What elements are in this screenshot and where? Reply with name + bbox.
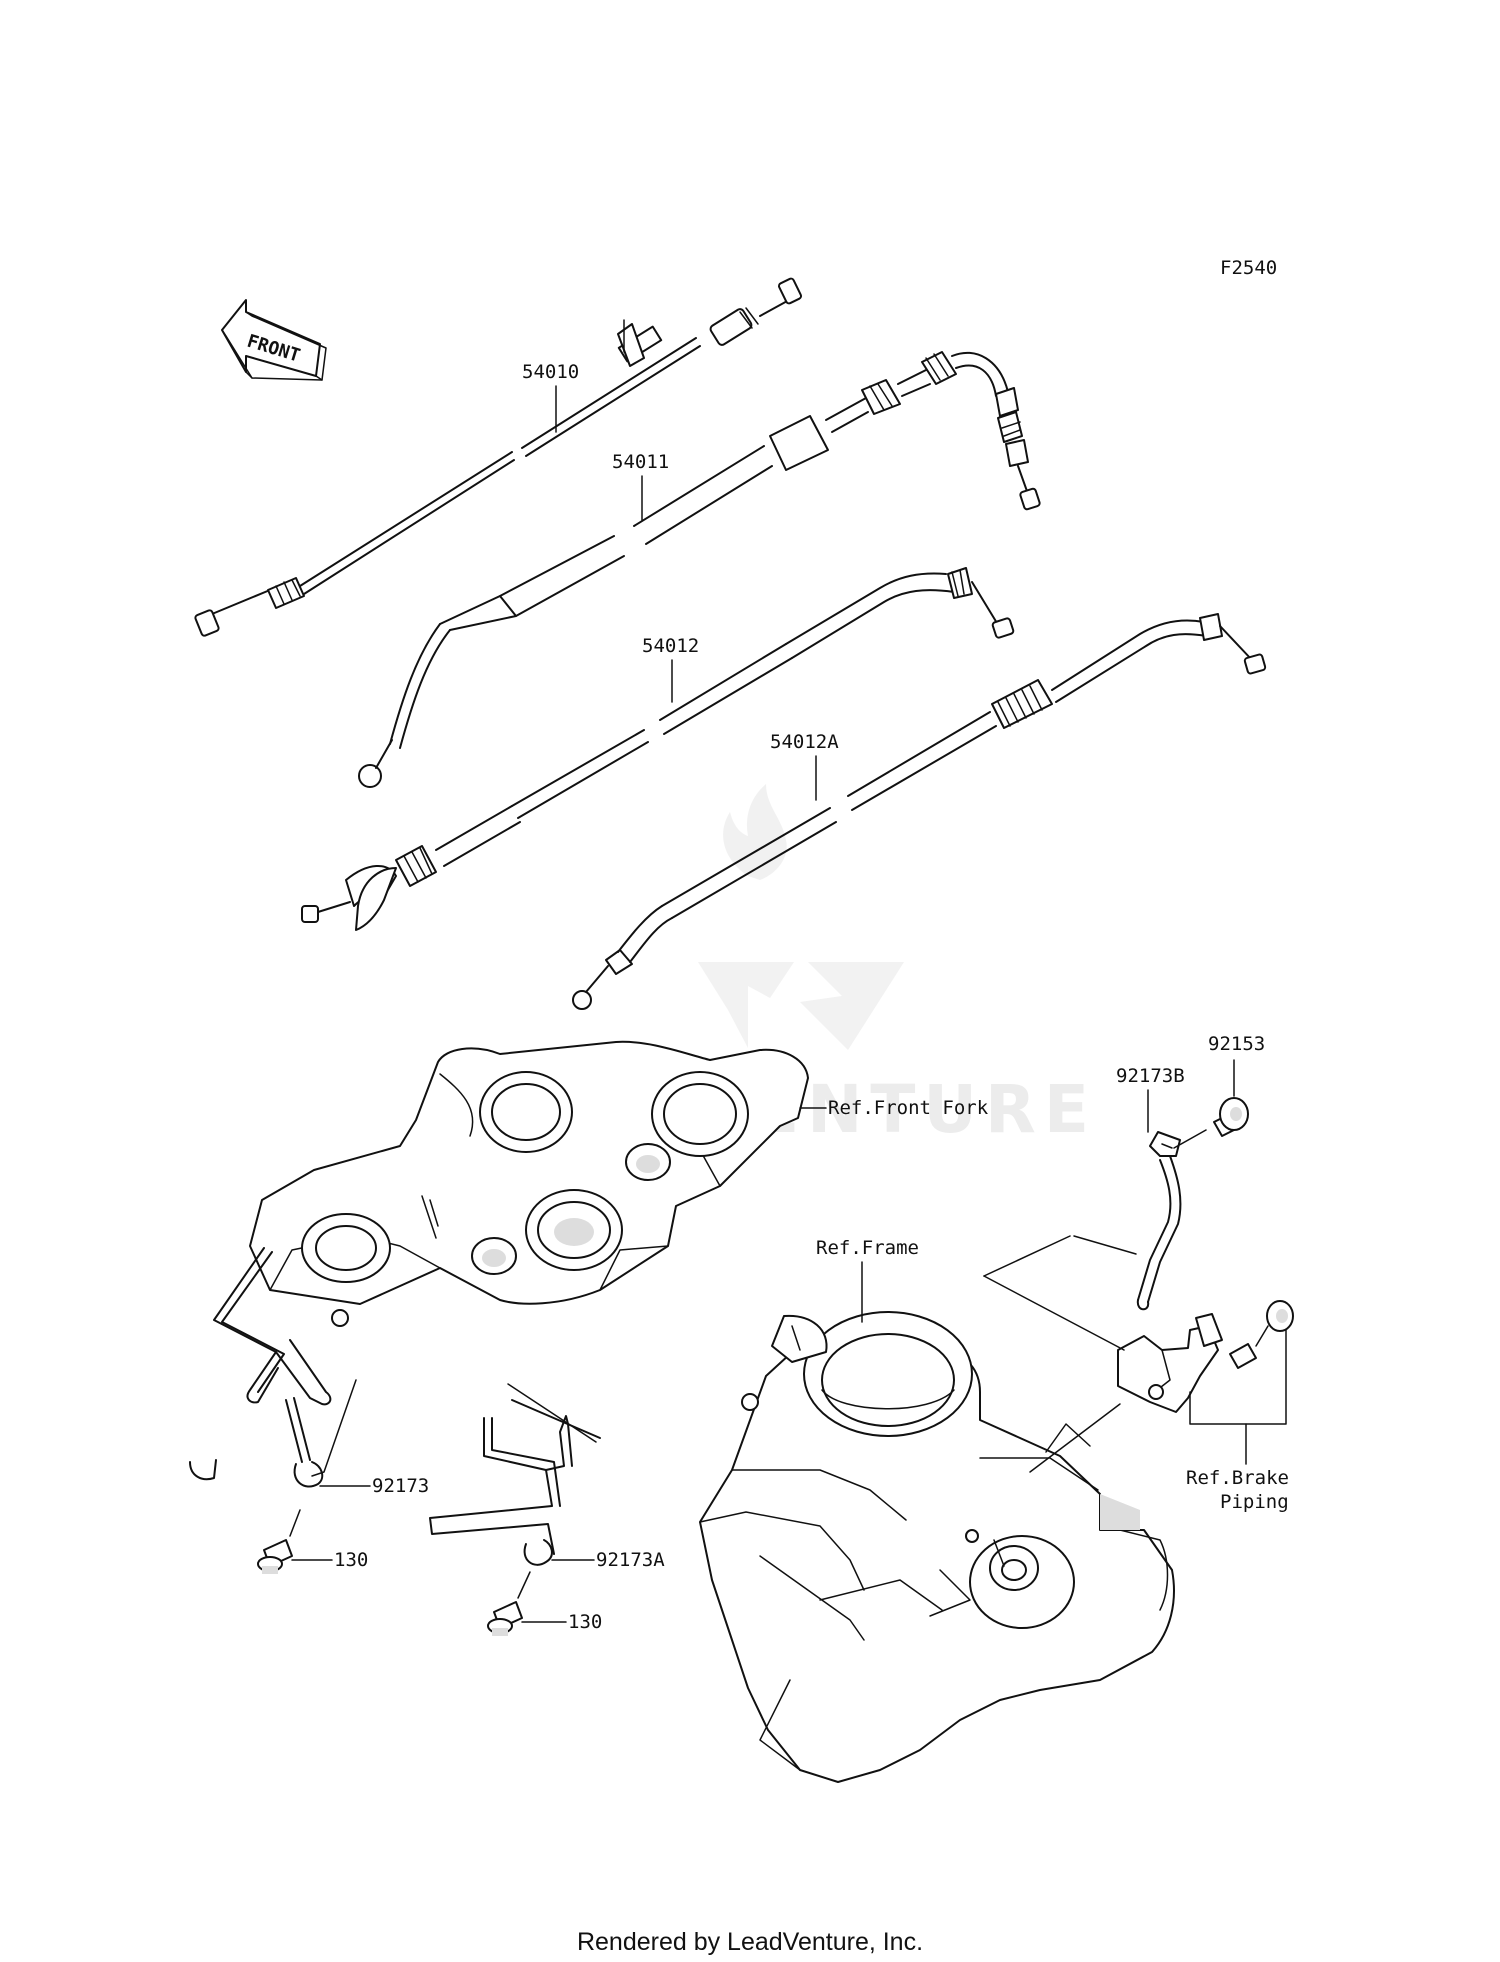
brake-piping-bracket bbox=[1117, 1300, 1294, 1413]
callout-130-right: 130 bbox=[568, 1611, 602, 1633]
ref-frame: Ref.Frame bbox=[816, 1237, 919, 1259]
callout-54011: 54011 bbox=[612, 451, 669, 473]
callout-130-left: 130 bbox=[334, 1549, 368, 1571]
cable-guide-92173A bbox=[429, 1399, 601, 1566]
bolt-130-right bbox=[487, 1601, 523, 1636]
callout-92173A: 92173A bbox=[596, 1549, 665, 1571]
cable-54012 bbox=[301, 567, 1015, 931]
ref-brake-line1: Ref.Brake bbox=[1186, 1467, 1289, 1489]
frame-headstock bbox=[699, 1311, 1175, 1783]
steering-stem-bracket bbox=[249, 1040, 809, 1327]
callout-54012: 54012 bbox=[642, 635, 699, 657]
diagram-code: F2540 bbox=[1220, 257, 1277, 279]
callout-54010: 54010 bbox=[522, 361, 579, 383]
ref-brake-line2: Piping bbox=[1220, 1491, 1289, 1513]
bolt-130-left bbox=[257, 1539, 293, 1574]
screw-92153 bbox=[1213, 1097, 1249, 1137]
cable-guide-92173B bbox=[1136, 1131, 1182, 1311]
footer-credit: Rendered by LeadVenture, Inc. bbox=[577, 1928, 923, 1956]
cable-guide-92173 bbox=[189, 1247, 332, 1488]
callout-92153: 92153 bbox=[1208, 1033, 1265, 1055]
callout-54012A: 54012A bbox=[770, 731, 839, 753]
callout-92173B: 92173B bbox=[1116, 1065, 1185, 1087]
ref-front-fork: Ref.Front Fork bbox=[828, 1097, 989, 1119]
front-direction-arrow: FRONT bbox=[221, 299, 327, 381]
cable-54011 bbox=[358, 351, 1041, 788]
cable-54012A bbox=[572, 613, 1267, 1010]
cable-54010 bbox=[194, 277, 803, 637]
callout-92173: 92173 bbox=[372, 1475, 429, 1497]
